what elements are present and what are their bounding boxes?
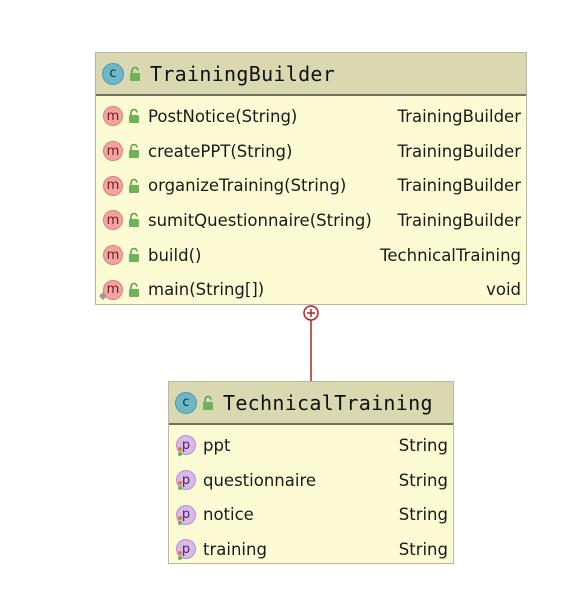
class-members: m PostNotice(String) TrainingBuilder m c… — [96, 96, 526, 307]
method-icon: m — [103, 279, 123, 300]
method-name: main(String[]) — [148, 280, 265, 300]
public-lock-icon — [129, 178, 139, 193]
class-members: p ppt String p questionnaire String p no… — [169, 425, 453, 567]
public-lock-icon — [129, 213, 139, 228]
public-lock-icon — [129, 143, 139, 159]
method-return-type: TechnicalTraining — [380, 245, 521, 265]
method-row[interactable]: m createPPT(String) TrainingBuilder — [96, 134, 526, 169]
property-type: String — [398, 505, 448, 525]
method-row[interactable]: m PostNotice(String) TrainingBuilder — [96, 99, 526, 134]
method-name: organizeTraining(String) — [148, 176, 347, 196]
property-name: notice — [203, 505, 254, 525]
method-name: build() — [148, 245, 202, 265]
method-return-type: TrainingBuilder — [397, 106, 521, 126]
public-lock-icon — [129, 282, 139, 297]
static-diamond-icon — [99, 292, 107, 301]
method-icon: m — [103, 245, 123, 266]
private-dot-icon — [178, 481, 182, 491]
circle-plus-icon — [303, 305, 319, 321]
property-row[interactable]: p training String — [169, 532, 453, 567]
method-return-type: TrainingBuilder — [397, 176, 521, 196]
property-row[interactable]: p notice String — [169, 497, 453, 532]
property-row[interactable]: p questionnaire String — [169, 463, 453, 498]
class-header[interactable]: c TechnicalTraining — [169, 382, 453, 425]
property-row[interactable]: p ppt String — [169, 428, 453, 463]
public-lock-icon — [203, 395, 213, 410]
method-row[interactable]: m organizeTraining(String) TrainingBuild… — [96, 168, 526, 203]
method-return-type: TrainingBuilder — [397, 141, 521, 161]
class-box-training-builder[interactable]: c TrainingBuilder m PostNotice(String) T… — [95, 52, 527, 305]
class-icon: c — [175, 391, 197, 414]
property-name: training — [203, 539, 267, 559]
method-row[interactable]: m sumitQuestionnaire(String) TrainingBui… — [96, 203, 526, 238]
property-type: String — [398, 435, 448, 455]
class-title: TechnicalTraining — [223, 390, 433, 415]
private-dot-icon — [178, 516, 182, 526]
class-header[interactable]: c TrainingBuilder — [96, 53, 526, 96]
method-name: PostNotice(String) — [148, 106, 298, 126]
method-row[interactable]: m main(String[]) void — [96, 272, 526, 307]
method-icon: m — [103, 106, 123, 127]
property-type: String — [398, 470, 448, 490]
class-icon: c — [102, 62, 124, 85]
private-dot-icon — [178, 446, 182, 456]
private-dot-icon — [178, 550, 182, 560]
method-icon: m — [103, 141, 123, 162]
property-name: ppt — [203, 435, 231, 455]
public-lock-icon — [129, 247, 139, 263]
property-name: questionnaire — [203, 470, 317, 490]
public-lock-icon — [130, 66, 140, 81]
method-return-type: void — [486, 280, 521, 300]
method-icon: m — [103, 175, 123, 196]
property-type: String — [398, 539, 448, 559]
method-icon: m — [103, 210, 123, 231]
method-name: sumitQuestionnaire(String) — [148, 210, 372, 230]
method-row[interactable]: m build() TechnicalTraining — [96, 238, 526, 273]
class-box-technical-training[interactable]: c TechnicalTraining p ppt String p quest… — [168, 381, 454, 564]
method-return-type: TrainingBuilder — [397, 210, 521, 230]
method-name: createPPT(String) — [148, 141, 293, 161]
class-title: TrainingBuilder — [150, 61, 336, 86]
public-lock-icon — [129, 109, 139, 124]
